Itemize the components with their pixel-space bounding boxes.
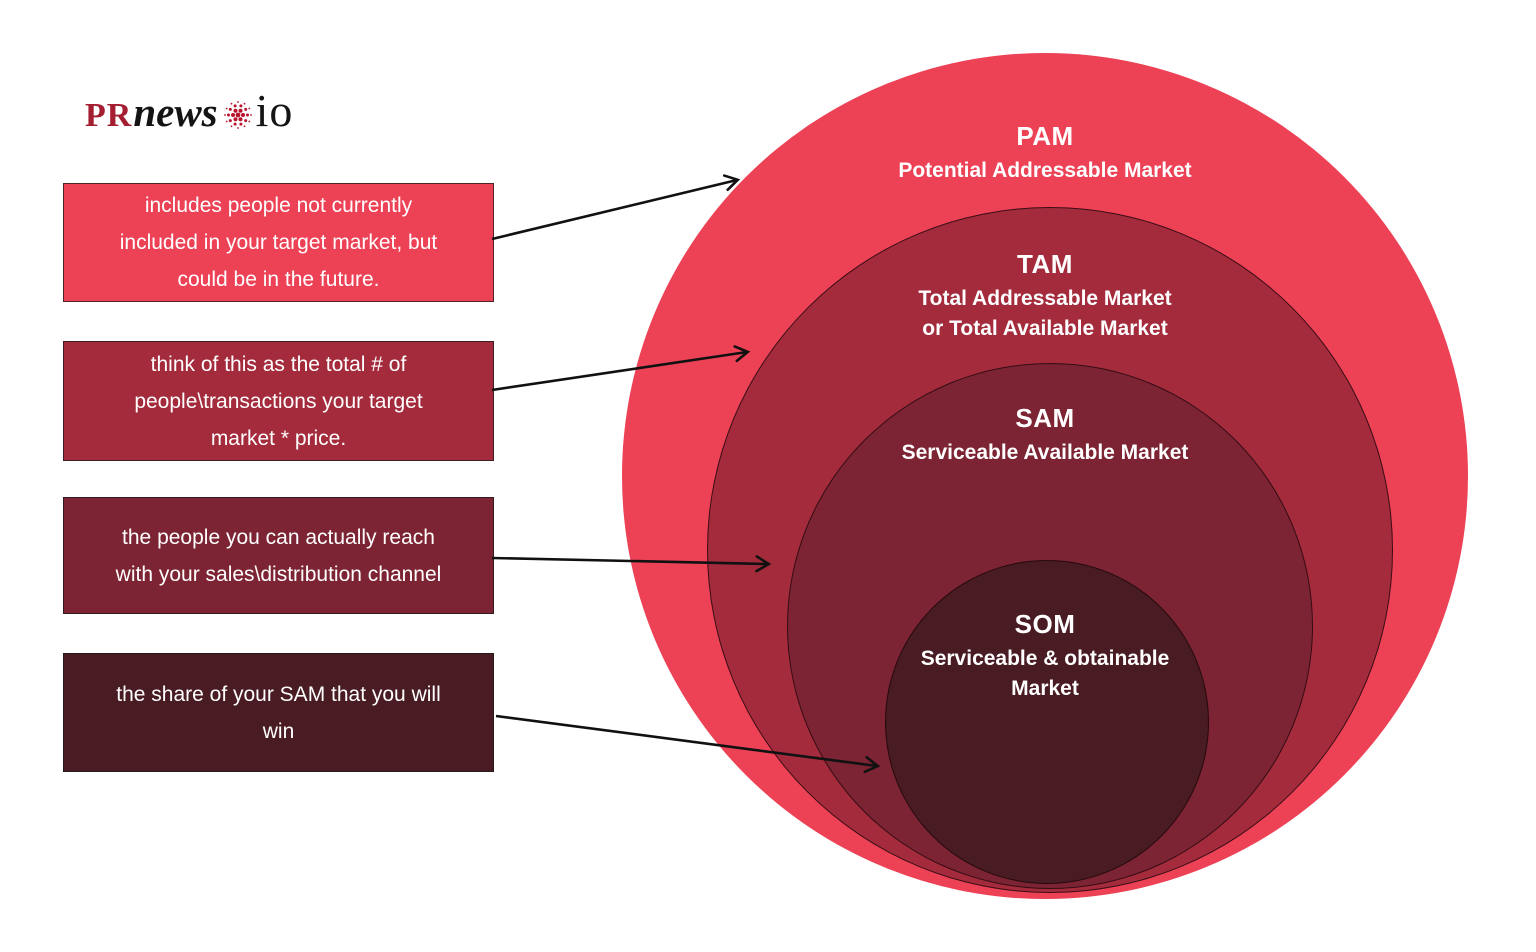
som-circle bbox=[885, 560, 1209, 884]
som-acronym: SOM bbox=[1014, 609, 1076, 639]
sam-full-name: Serviceable Available Market bbox=[901, 441, 1189, 464]
pam-acronym: PAM bbox=[1016, 121, 1074, 151]
som-annotation-box: the share of your SAM that you will win bbox=[63, 653, 494, 772]
annotation-line: market * price. bbox=[210, 426, 347, 450]
pam-annotation-box: includes people not currently included i… bbox=[63, 183, 494, 302]
annotation-line: included in your target market, but bbox=[119, 231, 438, 254]
sam-acronym: SAM bbox=[1015, 403, 1075, 433]
logo-pr-text: PR bbox=[85, 97, 133, 134]
sam-label: SAM Serviceable Available Market bbox=[902, 402, 1189, 468]
logo-news-text: news bbox=[133, 89, 218, 135]
halftone-globe-icon bbox=[223, 100, 253, 135]
sam-annotation-box: the people you can actually reach with y… bbox=[63, 497, 494, 614]
som-full-name-line1: Serviceable & obtainable bbox=[920, 647, 1170, 670]
pam-full-name: Potential Addressable Market bbox=[898, 159, 1192, 182]
prnews-logo: PR news io bbox=[85, 84, 293, 137]
tam-label: TAM Total Addressable Market or Total Av… bbox=[918, 248, 1171, 344]
som-label: SOM Serviceable & obtainable Market bbox=[921, 608, 1170, 704]
som-full-name-line2: Market bbox=[1011, 677, 1079, 700]
tam-acronym: TAM bbox=[1017, 249, 1073, 279]
annotation-line: with your sales\distribution channel bbox=[115, 562, 442, 586]
annotation-line: includes people not currently bbox=[144, 194, 413, 217]
logo-io-text: io bbox=[255, 85, 294, 136]
annotation-line: the people you can actually reach bbox=[122, 525, 435, 549]
annotation-line: win bbox=[262, 719, 295, 743]
pam-label: PAM Potential Addressable Market bbox=[898, 120, 1191, 186]
tam-full-name-line1: Total Addressable Market bbox=[918, 287, 1172, 310]
annotation-line: people\transactions your target bbox=[134, 389, 423, 413]
annotation-line: could be in the future. bbox=[177, 268, 380, 291]
annotation-line: the share of your SAM that you will bbox=[116, 682, 441, 706]
tam-annotation-box: think of this as the total # of people\t… bbox=[63, 341, 494, 461]
tam-full-name-line2: or Total Available Market bbox=[922, 317, 1168, 340]
annotation-line: think of this as the total # of bbox=[150, 352, 407, 376]
